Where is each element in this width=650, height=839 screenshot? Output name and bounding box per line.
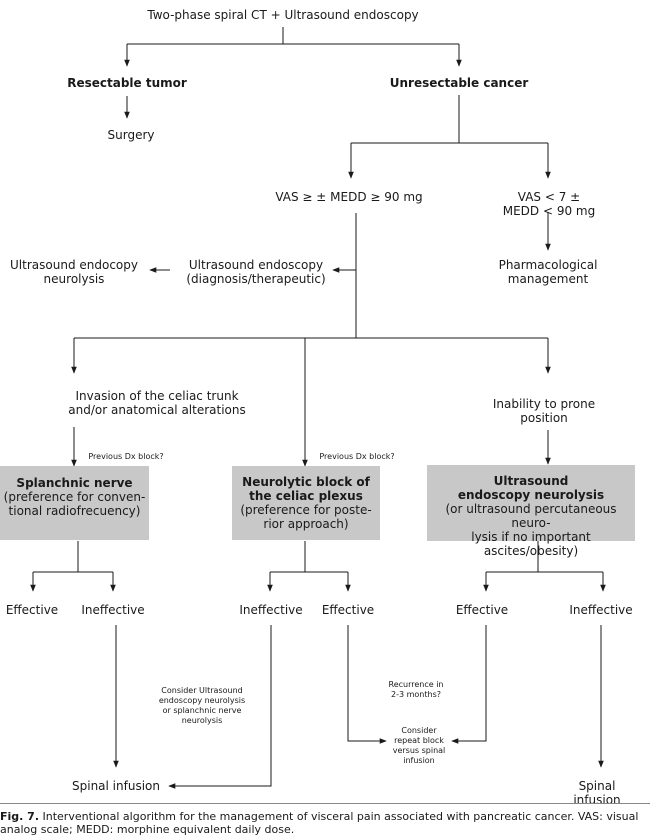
splanchnic-nerve-box: Splanchnic nerve (preference for conven-… [0, 466, 149, 540]
recurrence-note: Recurrence in 2-3 months? [388, 680, 444, 699]
figure-caption: Fig. 7. Interventional algorithm for the… [0, 810, 648, 836]
splanchnic-nerve-subtitle: (preference for conven- tional radiofrec… [3, 490, 146, 518]
vas-low-node: VAS < 7 ± MEDD < 90 mg [502, 190, 596, 218]
us-endoscopy-node: Ultrasound endoscopy (diagnosis/therapeu… [186, 258, 326, 286]
consider-repeat-note: Consider repeat block versus spinal infu… [392, 726, 446, 765]
us-neurolysis-node: Ultrasound endocopy neurolysis [10, 258, 138, 286]
unresectable-node: Unresectable cancer [389, 76, 529, 90]
effective-label-1: Effective [5, 603, 59, 617]
us-endoscopy-neurolysis-title: Ultrasound endoscopy neurolysis [457, 474, 605, 502]
ineffective-label-2: Ineffective [239, 603, 303, 617]
root-node: Two-phase spiral CT + Ultrasound endosco… [147, 8, 419, 22]
us-endoscopy-neurolysis-box: Ultrasound endoscopy neurolysis (or ultr… [427, 465, 635, 558]
inability-node: Inability to prone position [492, 397, 596, 425]
effective-label-3: Effective [455, 603, 509, 617]
previous-dx-label-1: Previous Dx block? [88, 452, 164, 461]
ineffective-label-3: Ineffective [569, 603, 633, 617]
resectable-node: Resectable tumor [67, 76, 187, 90]
figure-label: Fig. 7. [0, 810, 39, 823]
figure-caption-text: Interventional algorithm for the managem… [0, 810, 639, 836]
invasion-node: Invasion of the celiac trunk and/or anat… [68, 389, 246, 417]
caption-divider [0, 803, 650, 804]
splanchnic-nerve-title: Splanchnic nerve [16, 476, 133, 490]
pharma-node: Pharmacological management [498, 258, 598, 286]
consider-us-note: Consider Ultrasound endoscopy neurolysis… [158, 686, 246, 725]
previous-dx-label-2: Previous Dx block? [319, 452, 395, 461]
surgery-node: Surgery [107, 128, 155, 142]
celiac-plexus-subtitle: (preference for poste- rior approach) [240, 503, 372, 531]
celiac-plexus-title: Neurolytic block of the celiac plexus [242, 475, 370, 503]
celiac-plexus-box: Neurolytic block of the celiac plexus (p… [232, 466, 380, 540]
ineffective-label-1: Ineffective [81, 603, 145, 617]
us-endoscopy-neurolysis-subtitle: (or ultrasound percutaneous neuro- lysis… [445, 502, 617, 558]
spinal-infusion-node-1: Spinal infusion [72, 779, 160, 793]
effective-label-2: Effective [321, 603, 375, 617]
vas-high-node: VAS ≥ ± MEDD ≥ 90 mg [275, 190, 423, 204]
